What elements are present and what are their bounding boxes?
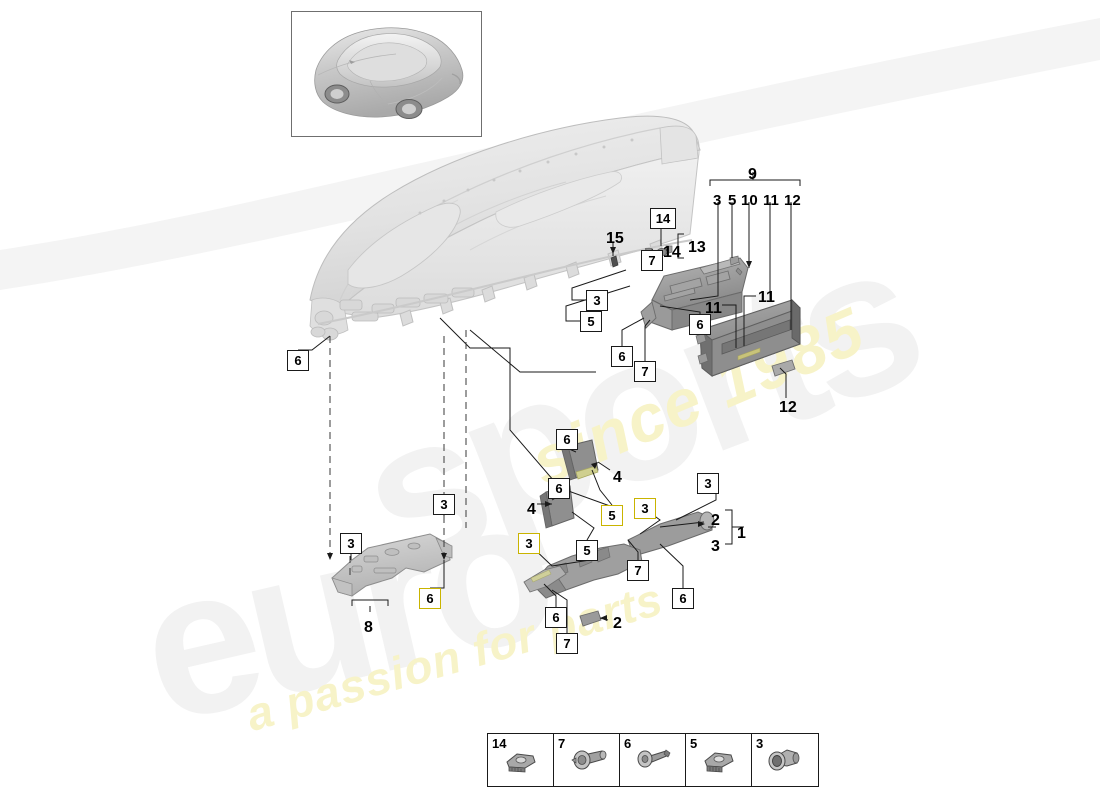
legend-number-6: 6 xyxy=(624,736,632,751)
callout-6-lower-wedge[interactable]: 6 xyxy=(548,478,570,499)
reference-dashed-lines xyxy=(329,330,467,580)
callout-7-bottom-left[interactable]: 7 xyxy=(556,633,578,654)
part-2-clip xyxy=(579,610,602,627)
callout-7-mid[interactable]: 7 xyxy=(634,361,656,382)
label-13: 13 xyxy=(688,239,706,256)
part-12-clip xyxy=(771,359,796,377)
label-4-b: 4 xyxy=(527,501,536,518)
label-11-top: 11 xyxy=(763,192,779,209)
callout-3-left-bracket[interactable]: 3 xyxy=(340,533,362,554)
plastic-grommet-plug-icon xyxy=(765,746,805,776)
legend-cell-14[interactable]: 14 xyxy=(488,734,554,786)
legend-cell-5[interactable]: 5 xyxy=(686,734,752,786)
callout-6-module[interactable]: 6 xyxy=(689,314,711,335)
label-15: 15 xyxy=(606,230,624,247)
part-10-screw xyxy=(729,255,743,276)
label-3-a: 3 xyxy=(711,538,720,555)
label-3-top: 3 xyxy=(713,192,722,209)
label-11-a: 11 xyxy=(705,300,722,317)
flanged-bolt-icon xyxy=(566,746,608,776)
callout-6-bottom[interactable]: 6 xyxy=(672,588,694,609)
callout-3-left-lower[interactable]: 3 xyxy=(518,533,540,554)
legend-cell-3[interactable]: 3 xyxy=(752,734,818,786)
label-2-a: 2 xyxy=(711,512,720,529)
label-5-top: 5 xyxy=(728,192,737,209)
legend-cell-7[interactable]: 7 xyxy=(554,734,620,786)
left-mounting-bracket xyxy=(331,533,453,597)
label-2-b: 2 xyxy=(613,615,622,632)
car-illustration xyxy=(314,27,464,119)
spring-nut-clip-icon xyxy=(501,746,541,776)
callout-6-mid[interactable]: 6 xyxy=(611,346,633,367)
callout-3-upper-left[interactable]: 3 xyxy=(433,494,455,515)
label-4-a: 4 xyxy=(613,469,622,486)
label-1: 1 xyxy=(737,525,746,542)
label-9: 9 xyxy=(748,166,757,183)
callout-6-upper-wedge[interactable]: 6 xyxy=(556,429,578,450)
expanding-rivet-icon xyxy=(632,746,674,776)
callout-7-top[interactable]: 7 xyxy=(641,250,663,271)
label-12-top: 12 xyxy=(784,192,801,209)
callout-3-right[interactable]: 3 xyxy=(697,473,719,494)
callout-5-upper[interactable]: 5 xyxy=(601,505,623,526)
callout-6-left[interactable]: 6 xyxy=(287,350,309,371)
label-10-top: 10 xyxy=(741,192,758,209)
square-cage-nut-icon xyxy=(699,746,739,776)
vehicle-thumbnail-box xyxy=(291,11,482,137)
parts-legend: 14 7 xyxy=(487,733,819,787)
callout-7-bottom[interactable]: 7 xyxy=(627,560,649,581)
legend-number-3: 3 xyxy=(756,736,764,751)
label-11-b: 11 xyxy=(758,289,775,306)
label-8: 8 xyxy=(364,619,373,636)
callout-3-center[interactable]: 3 xyxy=(634,498,656,519)
label-12-b: 12 xyxy=(779,399,797,416)
callout-3-mid[interactable]: 3 xyxy=(586,290,608,311)
callout-6-left-bracket[interactable]: 6 xyxy=(419,588,441,609)
legend-number-14: 14 xyxy=(492,736,507,751)
arrowheads xyxy=(327,247,752,621)
callout-5-mid[interactable]: 5 xyxy=(580,311,602,332)
label-14: 14 xyxy=(663,244,681,261)
part-15-pin xyxy=(610,255,619,268)
callout-5-lower[interactable]: 5 xyxy=(576,540,598,561)
callout-6-bottom-left[interactable]: 6 xyxy=(545,607,567,628)
legend-cell-6[interactable]: 6 xyxy=(620,734,686,786)
glove-compartment xyxy=(695,299,801,378)
legend-number-5: 5 xyxy=(690,736,698,751)
legend-number-7: 7 xyxy=(558,736,566,751)
callout-14-top[interactable]: 14 xyxy=(650,208,676,229)
